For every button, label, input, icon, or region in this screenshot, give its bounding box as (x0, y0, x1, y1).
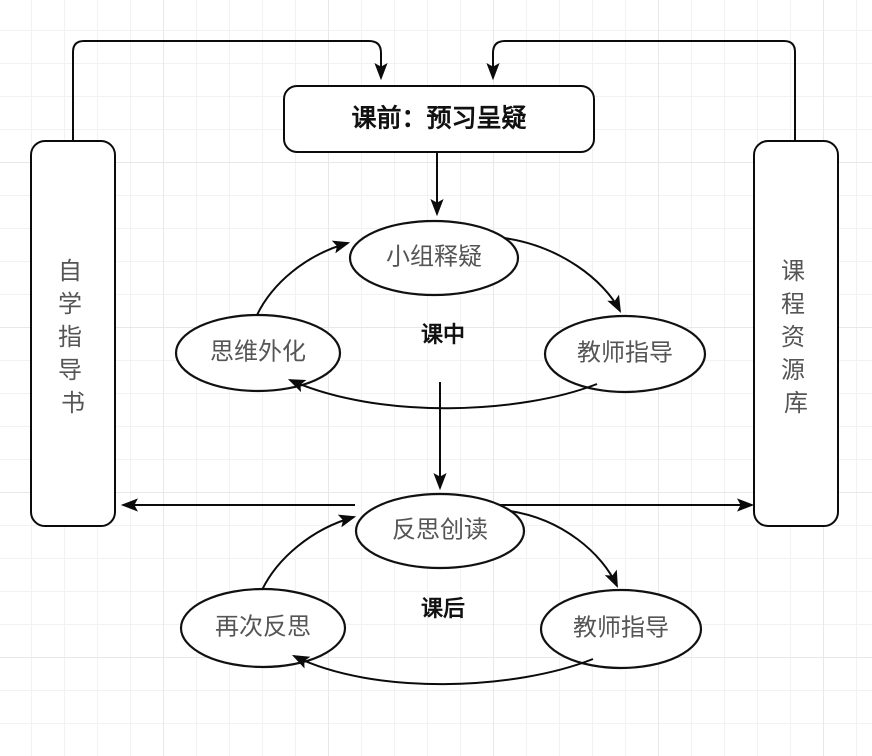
course-resource-label: 课 程 资 源 库 (781, 258, 811, 417)
edge-teacher-post-to-reflect-again (291, 655, 594, 686)
node-label-teacher-guidance-post: 教师指导 (573, 615, 669, 642)
self-study-guide-box[interactable] (30, 140, 116, 527)
edge-self-study-guide-to-preclass (72, 40, 388, 141)
preclass-box[interactable] (283, 85, 595, 153)
self-study-guide-label: 自 学 指 导 书 (58, 258, 88, 417)
node-teacher-guidance-mid[interactable] (543, 314, 707, 394)
node-label-teacher-guidance-mid: 教师指导 (577, 340, 673, 367)
node-label-reflective-reading: 反思创读 (392, 517, 488, 544)
edge-reflective-reading-to-teacher-post (509, 510, 618, 589)
edge-course-resource-to-preclass (486, 40, 796, 141)
stage-label-after: 课后 (421, 596, 465, 621)
stage-label-middle: 课中 (421, 322, 465, 347)
node-reflective-reading[interactable] (354, 492, 526, 570)
node-label-reflect-again: 再次反思 (215, 614, 311, 641)
edge-teacher-mid-to-thinking (287, 379, 598, 410)
node-teacher-guidance-post[interactable] (539, 588, 703, 670)
edge-thinking-to-group-clarify (256, 240, 351, 316)
node-label-thinking-externalize: 思维外化 (210, 339, 306, 366)
edge-reflect-again-to-reflective-reading (261, 514, 357, 591)
preclass-box-label: 课前：预习呈疑 (351, 104, 526, 133)
node-label-group-clarify: 小组释疑 (386, 244, 482, 271)
course-resource-box[interactable] (753, 140, 839, 527)
edge-group-clarify-to-teacher-mid (503, 237, 622, 313)
node-group-clarify[interactable] (348, 219, 520, 297)
